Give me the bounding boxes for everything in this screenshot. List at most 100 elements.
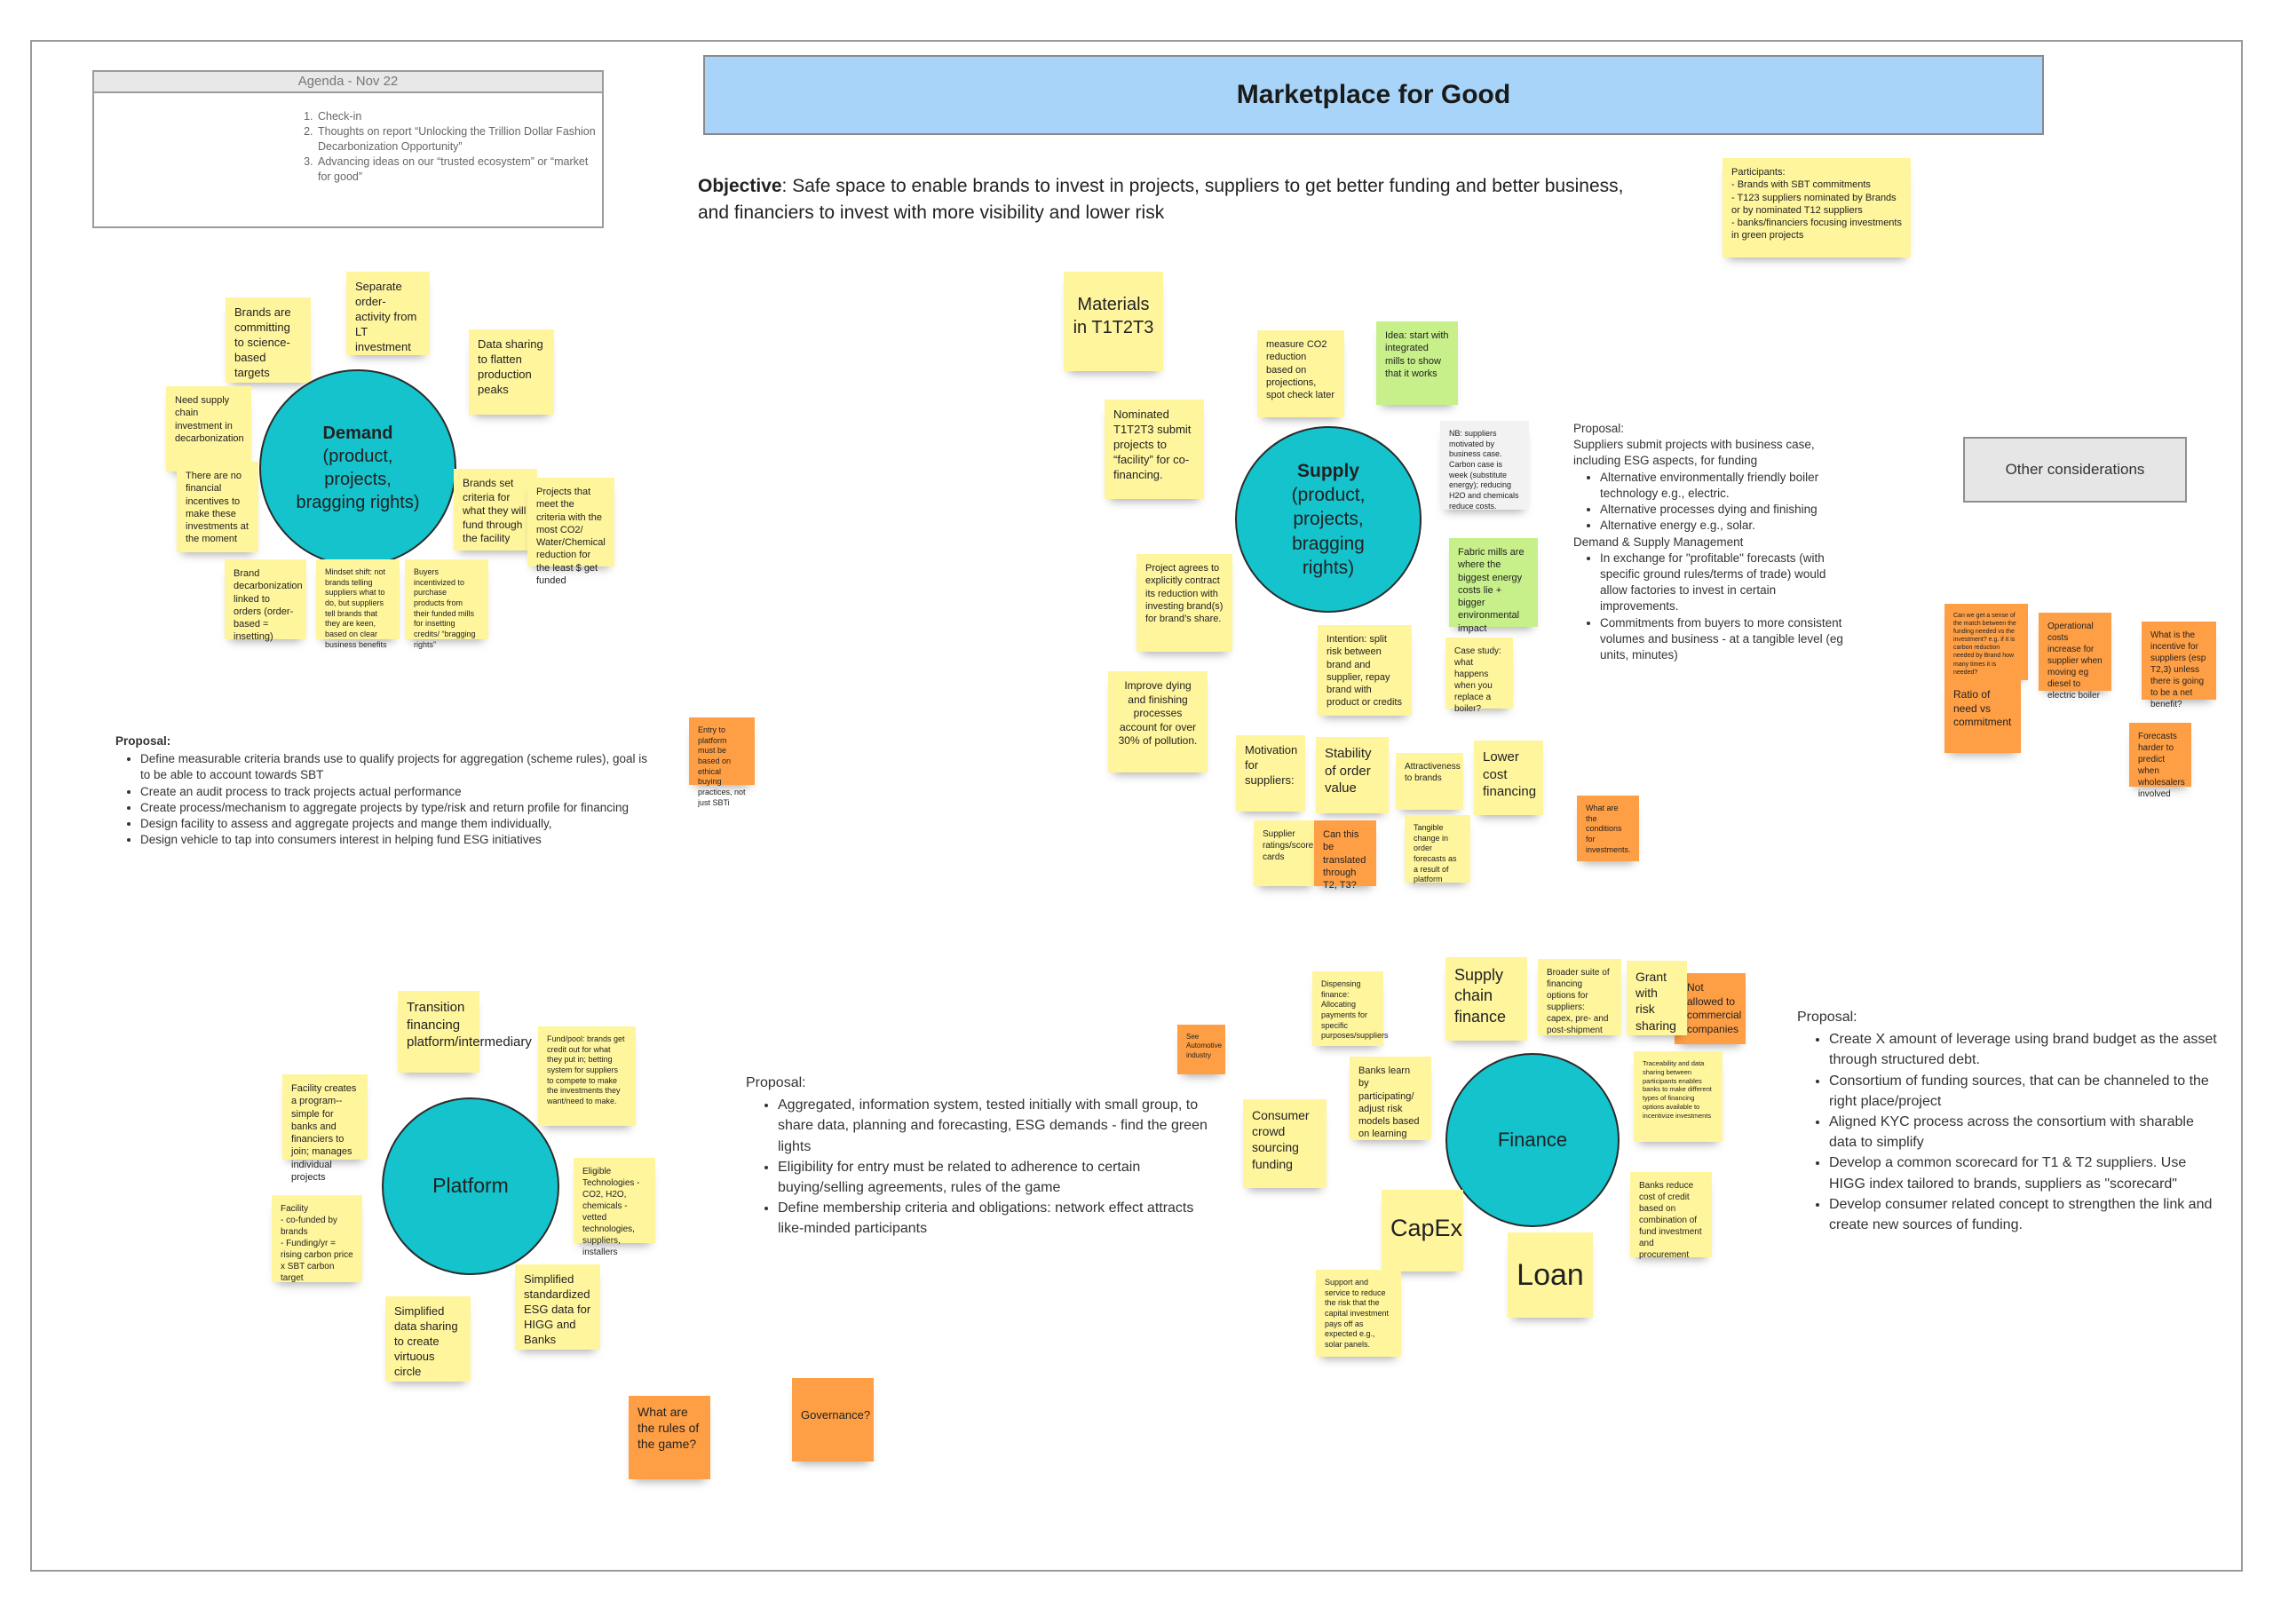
- supply-proposal[interactable]: Proposal: Suppliers submit projects with…: [1573, 421, 1849, 663]
- agenda-list: Check-in Thoughts on report “Unlocking t…: [94, 109, 602, 184]
- proposal-list: Alternative environmentally friendly boi…: [1573, 470, 1849, 535]
- proposal-item: Develop a common scorecard for T1 & T2 s…: [1829, 1153, 2223, 1193]
- proposal-line: Suppliers submit projects with business …: [1573, 438, 1815, 468]
- agenda-item: Check-in: [316, 109, 602, 124]
- sticky-note[interactable]: Idea: start with integrated mills to sho…: [1376, 321, 1458, 405]
- finance-circle-title: Finance: [1497, 1128, 1568, 1151]
- proposal-list: Create X amount of leverage using brand …: [1797, 1029, 2223, 1235]
- sticky-note[interactable]: Facility - co-funded by brands - Funding…: [272, 1195, 362, 1283]
- proposal-item: Define membership criteria and obligatio…: [778, 1198, 1216, 1239]
- sticky-note[interactable]: Consumer crowd sourcing funding: [1243, 1099, 1327, 1188]
- sticky-note[interactable]: Fabric mills are where the biggest energ…: [1449, 538, 1538, 634]
- sticky-note[interactable]: Case study: what happens when you replac…: [1445, 638, 1513, 714]
- sticky-note[interactable]: Stability of order value: [1316, 737, 1389, 813]
- sticky-note[interactable]: Support and service to reduce the risk t…: [1316, 1270, 1401, 1357]
- sticky-note[interactable]: Entry to platform must be based on ethic…: [689, 717, 755, 807]
- demand-proposal[interactable]: Proposal: Define measurable criteria bra…: [115, 733, 648, 849]
- sticky-note[interactable]: Supply chain finance: [1445, 957, 1527, 1041]
- sticky-note[interactable]: Brands are committing to science-based t…: [226, 297, 311, 383]
- finance-proposal[interactable]: Proposal: Create X amount of leverage us…: [1797, 1007, 2223, 1235]
- sticky-note[interactable]: Lower cost financing: [1474, 741, 1543, 815]
- sticky-note[interactable]: Improve dying and finishing processes ac…: [1108, 671, 1208, 772]
- sticky-note[interactable]: Simplified standardized ESG data for HIG…: [515, 1264, 600, 1350]
- sticky-note[interactable]: Project agrees to explicitly contract it…: [1136, 554, 1232, 652]
- sticky-note[interactable]: Mindset shift: not brands telling suppli…: [316, 559, 400, 649]
- platform-circle[interactable]: Platform: [382, 1097, 559, 1275]
- sticky-note[interactable]: Dispensing finance: Allocating payments …: [1312, 971, 1389, 1046]
- sticky-note[interactable]: Projects that meet the criteria with the…: [527, 478, 614, 586]
- proposal-item: Create process/mechanism to aggregate pr…: [140, 800, 648, 816]
- proposal-item: Eligibility for entry must be related to…: [778, 1157, 1216, 1198]
- sticky-note[interactable]: Attractiveness to brands: [1396, 753, 1463, 810]
- sticky-note[interactable]: Facility creates a program--simple for b…: [282, 1074, 368, 1183]
- demand-circle-subtitle: (product, projects, bragging rights): [296, 447, 420, 512]
- sticky-note[interactable]: Transition financing platform/intermedia…: [398, 991, 532, 1073]
- proposal-item: Define measurable criteria brands use to…: [140, 751, 648, 783]
- proposal-item: Develop consumer related concept to stre…: [1829, 1194, 2223, 1235]
- sticky-note[interactable]: Supplier ratings/score cards: [1254, 820, 1316, 886]
- finance-circle[interactable]: Finance: [1445, 1053, 1620, 1227]
- proposal-item: In exchange for "profitable" forecasts (…: [1600, 551, 1849, 615]
- sticky-note[interactable]: Fund/pool: brands get credit out for wha…: [538, 1026, 636, 1126]
- sticky-note[interactable]: Broader suite of financing options for s…: [1538, 959, 1621, 1035]
- sticky-note[interactable]: Intention: split risk between brand and …: [1318, 625, 1412, 716]
- agenda-item: Advancing ideas on our “trusted ecosyste…: [316, 154, 602, 185]
- sticky-note[interactable]: Materials in T1T2T3: [1064, 272, 1163, 371]
- sticky-note[interactable]: Can we get a sense of the match between …: [1944, 604, 2028, 680]
- proposal-list: In exchange for "profitable" forecasts (…: [1573, 551, 1849, 664]
- supply-circle[interactable]: Supply (product, projects, bragging righ…: [1235, 426, 1422, 613]
- sticky-note[interactable]: Nominated T1T2T3 submit projects to “fac…: [1105, 400, 1204, 499]
- sticky-note[interactable]: NB: suppliers motivated by business case…: [1440, 421, 1529, 511]
- objective-label: Objective: [698, 176, 782, 196]
- participants-note[interactable]: Participants: - Brands with SBT commitme…: [1723, 158, 1911, 257]
- proposal-item: Consortium of funding sources, that can …: [1829, 1071, 2223, 1112]
- sticky-note[interactable]: See Automotive industry: [1177, 1025, 1225, 1074]
- sticky-note[interactable]: Eligible Technologies - CO2, H2O, chemic…: [574, 1158, 655, 1257]
- sticky-note[interactable]: CapEx: [1382, 1190, 1463, 1271]
- sticky-note[interactable]: Brand decarbonization linked to orders (…: [225, 559, 306, 642]
- proposal-item: Aggregated, information system, tested i…: [778, 1095, 1216, 1157]
- sticky-note[interactable]: Banks learn by participating/ adjust ris…: [1350, 1057, 1431, 1140]
- sticky-note[interactable]: Buyers incentivized to purchase products…: [405, 559, 488, 649]
- sticky-note[interactable]: Simplified data sharing to create virtuo…: [385, 1296, 471, 1382]
- objective-text[interactable]: Objective: Safe space to enable brands t…: [698, 173, 1639, 227]
- sticky-note[interactable]: Operational costs increase for supplier …: [2039, 613, 2111, 701]
- agenda-panel[interactable]: Agenda - Nov 22 Check-in Thoughts on rep…: [92, 70, 604, 228]
- board-title[interactable]: Marketplace for Good: [703, 55, 2044, 135]
- sticky-note[interactable]: Data sharing to flatten production peaks: [469, 329, 554, 415]
- sticky-note[interactable]: Traceability and data sharing between pa…: [1634, 1051, 1723, 1142]
- sticky-note[interactable]: Need supply chain investment in decarbon…: [166, 386, 251, 471]
- sticky-note[interactable]: Brands set criteria for what they will f…: [454, 469, 537, 551]
- other-considerations-label[interactable]: Other considerations: [1963, 437, 2187, 503]
- agenda-title: Agenda - Nov 22: [94, 72, 602, 93]
- proposal-heading: Proposal:: [746, 1075, 806, 1090]
- proposal-list: Aggregated, information system, tested i…: [746, 1095, 1216, 1239]
- supply-circle-subtitle: (product, projects, bragging rights): [1291, 485, 1366, 578]
- sticky-note[interactable]: What are the conditions for investments.: [1577, 796, 1639, 861]
- sticky-note[interactable]: Ratio of need vs commitment: [1944, 680, 2021, 753]
- proposal-item: Alternative processes dying and finishin…: [1600, 502, 1849, 518]
- sticky-note[interactable]: There are no financial incentives to mak…: [177, 462, 258, 552]
- sticky-note[interactable]: What is the incentive for suppliers (esp…: [2142, 622, 2216, 709]
- sticky-note[interactable]: Banks reduce cost of credit based on com…: [1630, 1172, 1712, 1260]
- proposal-item: Aligned KYC process across the consortiu…: [1829, 1112, 2223, 1153]
- proposal-item: Design vehicle to tap into consumers int…: [140, 832, 648, 848]
- proposal-item: Create X amount of leverage using brand …: [1829, 1029, 2223, 1070]
- sticky-note[interactable]: Motivation for suppliers:: [1236, 735, 1305, 812]
- proposal-heading: Proposal:: [1573, 422, 1625, 435]
- sticky-note[interactable]: Governance?: [792, 1378, 874, 1462]
- sticky-note[interactable]: Forecasts harder to predict when wholesa…: [2129, 723, 2191, 799]
- demand-circle[interactable]: Demand (product, projects, bragging righ…: [259, 369, 456, 566]
- sticky-note[interactable]: Grant with risk sharing: [1627, 961, 1687, 1035]
- sticky-note[interactable]: Tangible change in order forecasts as a …: [1405, 815, 1470, 883]
- proposal-item: Design facility to assess and aggregate …: [140, 816, 648, 832]
- sticky-note[interactable]: Loan: [1508, 1232, 1593, 1318]
- sticky-note[interactable]: Can this be translated through T2, T3?: [1314, 820, 1376, 891]
- sticky-note[interactable]: Separate order-activity from LT investme…: [346, 272, 430, 355]
- proposal-heading: Demand & Supply Management: [1573, 535, 1744, 549]
- agenda-item: Thoughts on report “Unlocking the Trilli…: [316, 124, 602, 154]
- sticky-note[interactable]: measure CO2 reduction based on projectio…: [1257, 330, 1344, 417]
- proposal-item: Alternative environmentally friendly boi…: [1600, 470, 1849, 502]
- platform-proposal[interactable]: Proposal: Aggregated, information system…: [746, 1073, 1216, 1240]
- sticky-note[interactable]: What are the rules of the game?: [629, 1396, 710, 1479]
